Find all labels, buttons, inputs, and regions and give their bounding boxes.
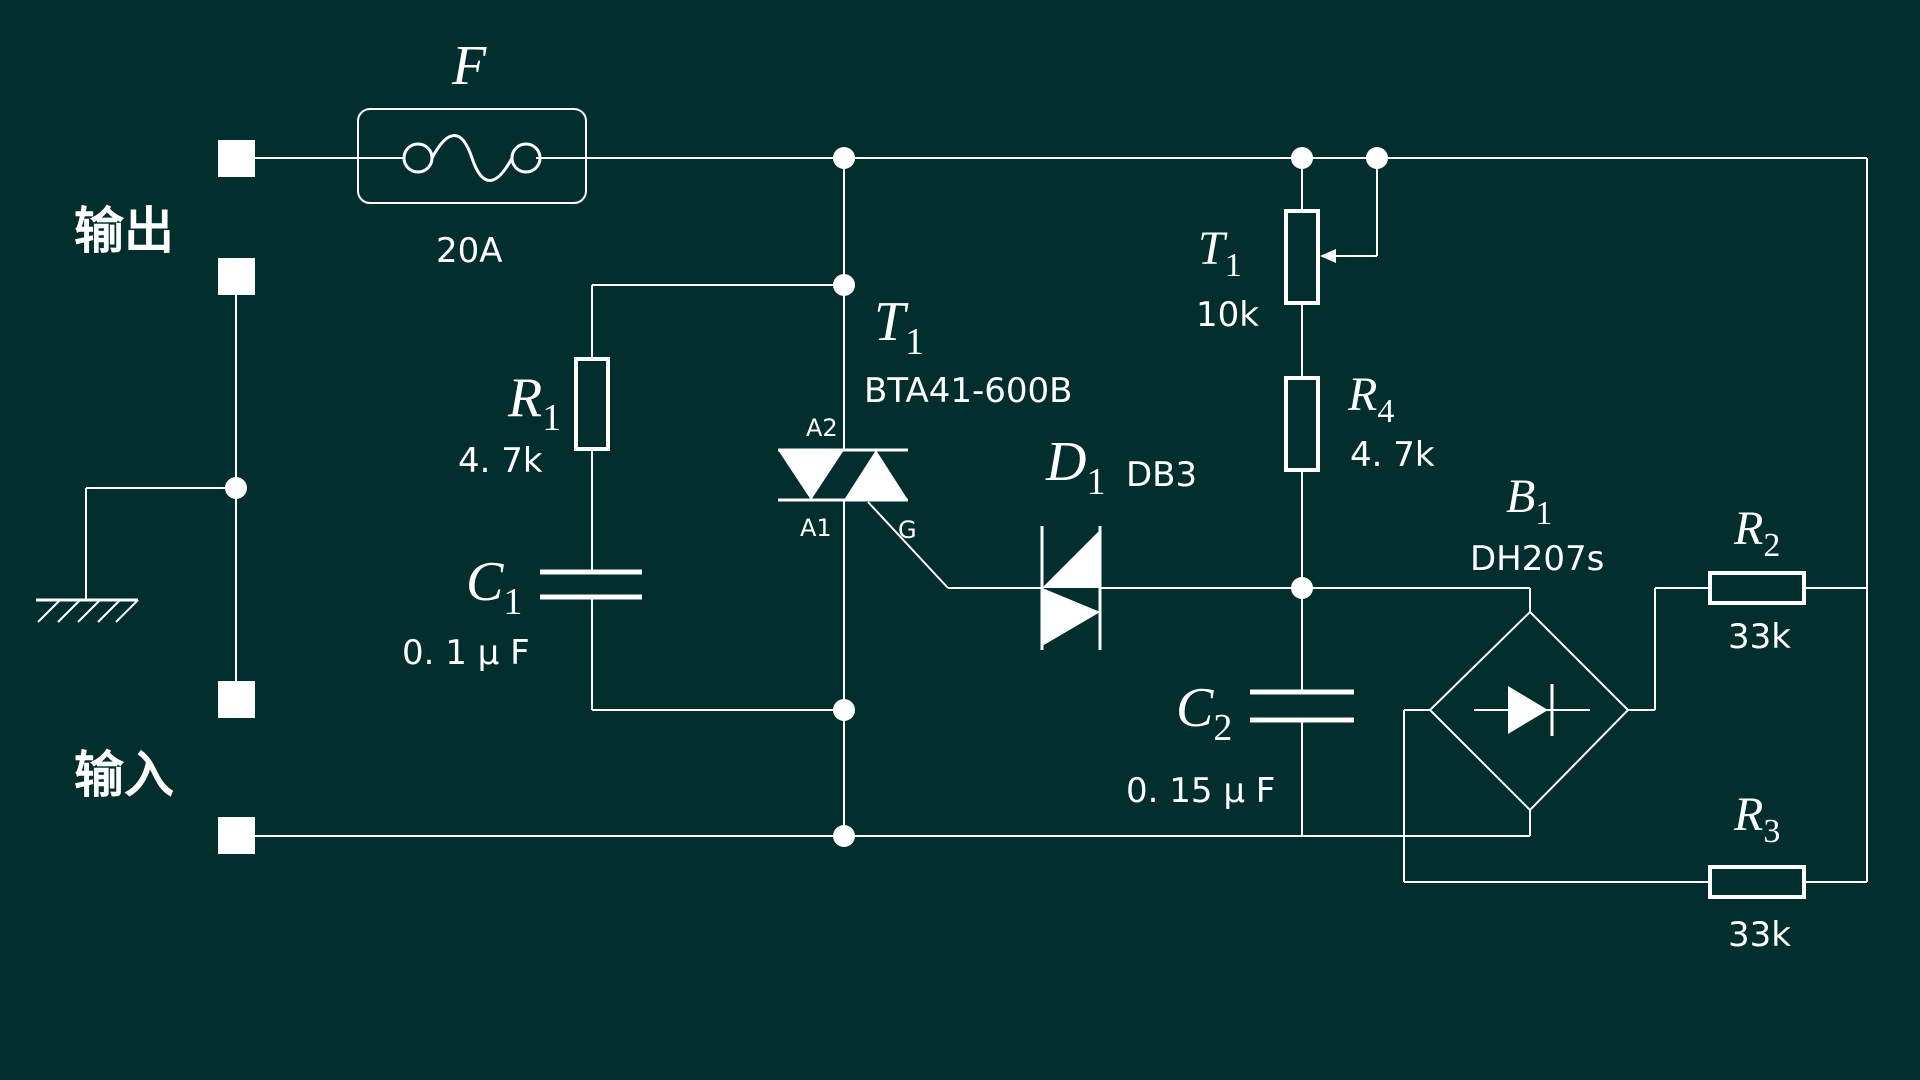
r1-value: 4. 7k xyxy=(458,441,543,481)
d1-name: D1 xyxy=(1045,431,1105,503)
r4-resistor-icon xyxy=(1284,376,1320,472)
pot-value: 10k xyxy=(1196,295,1259,335)
fuse-value: 20A xyxy=(436,231,503,271)
input-terminal-1 xyxy=(218,681,255,718)
r4-value: 4. 7k xyxy=(1350,435,1435,475)
ground-icon xyxy=(36,598,139,623)
potentiometer-icon xyxy=(1284,209,1336,305)
r2-resistor-icon xyxy=(1708,571,1806,605)
pot-name: T1 xyxy=(1198,222,1242,284)
wires xyxy=(85,157,1868,883)
bridge-rectifier-icon xyxy=(1428,610,1630,812)
c2-capacitor-icon xyxy=(1250,689,1354,723)
junction-dots xyxy=(225,147,1388,847)
r2-name: R2 xyxy=(1733,502,1780,564)
r1-name: R1 xyxy=(507,367,561,439)
fuse-icon xyxy=(336,108,587,204)
input-terminal-2 xyxy=(218,817,255,854)
c1-capacitor-icon xyxy=(540,569,642,600)
triac-icon xyxy=(778,448,908,502)
c1-name: C1 xyxy=(466,551,522,623)
c2-value: 0. 15 μ F xyxy=(1126,771,1275,811)
d1-diac-icon xyxy=(1040,526,1102,650)
output-label: 输出 xyxy=(74,202,174,260)
triac-part-number: BTA41-600B xyxy=(864,371,1072,411)
r3-resistor-icon xyxy=(1708,865,1806,899)
r3-value: 33k xyxy=(1728,915,1791,955)
r4-name: R4 xyxy=(1347,368,1394,430)
c1-value: 0. 1 μ F xyxy=(402,633,530,673)
triac-pin-g: G xyxy=(898,516,917,544)
input-label: 输入 xyxy=(74,746,174,804)
r2-value: 33k xyxy=(1728,617,1791,657)
d1-part-number: DB3 xyxy=(1126,455,1197,495)
b1-name: B1 xyxy=(1506,470,1552,532)
triac-name: T1 xyxy=(874,291,924,363)
output-terminal-1 xyxy=(218,140,255,177)
r1-resistor-icon xyxy=(574,357,610,451)
c2-name: C2 xyxy=(1176,677,1232,749)
triac-pin-a2: A2 xyxy=(806,414,838,442)
output-terminal-2 xyxy=(218,258,255,295)
r3-name: R3 xyxy=(1733,788,1780,850)
b1-part-number: DH207s xyxy=(1470,539,1604,579)
fuse-name: F xyxy=(451,35,487,97)
terminals: 输出 输入 xyxy=(74,140,255,854)
triac-pin-a1: A1 xyxy=(800,514,832,542)
